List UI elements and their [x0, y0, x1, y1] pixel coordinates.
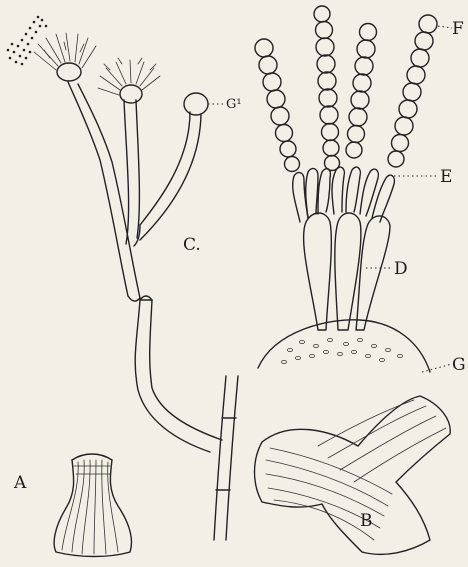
label-f: F	[452, 19, 464, 39]
spore-chain-4	[388, 15, 437, 167]
leader-f	[438, 26, 452, 28]
spore-chains-f	[255, 6, 437, 172]
label-e: E	[440, 167, 452, 187]
figure-a-columnar-head	[54, 454, 131, 557]
primary-sterigmata-d	[304, 213, 390, 330]
left-head-sterigmata	[34, 33, 96, 70]
figure-magnified-head	[208, 6, 452, 372]
label-b: B	[360, 511, 373, 531]
label-a: A	[13, 473, 27, 493]
figure-b-striations	[266, 400, 446, 540]
spore-chain-3	[346, 24, 377, 159]
leader-g	[422, 364, 452, 372]
figure-b-crossed-columns	[255, 396, 451, 554]
spore-chain-2	[314, 6, 340, 171]
label-d: D	[394, 259, 408, 279]
figure-a-striations	[62, 460, 118, 554]
figure-c-conidiophore	[7, 16, 222, 452]
label-g: G	[452, 355, 466, 375]
label-g1: G¹	[226, 97, 242, 112]
hypha-segment	[214, 376, 238, 540]
label-c: C.	[183, 235, 201, 255]
middle-head-sterigmata	[98, 58, 160, 95]
spore-chain-1	[255, 39, 300, 172]
dome-pits	[282, 338, 403, 363]
